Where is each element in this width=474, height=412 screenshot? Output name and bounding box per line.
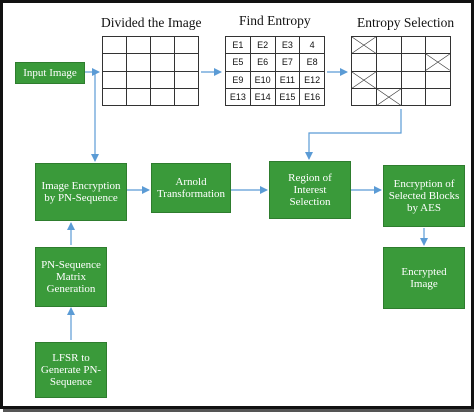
heading-entropy-selection: Entropy Selection xyxy=(357,15,455,30)
grid-cell xyxy=(127,88,151,106)
grid-cell xyxy=(175,37,199,55)
entropy-cell: E11 xyxy=(275,71,301,89)
entropy-cell: E8 xyxy=(300,54,325,72)
grid-cell xyxy=(103,88,127,106)
grid-cell xyxy=(103,54,127,72)
entropy-cell: E10 xyxy=(250,71,276,89)
entropy-cell: E7 xyxy=(275,54,301,72)
aes-encryption-box: Encryption of Selected Blocks by AES xyxy=(383,165,465,227)
grid-cell xyxy=(127,71,151,89)
entropy-cell: E15 xyxy=(275,88,301,106)
grid-cell xyxy=(376,71,402,89)
grid-cell xyxy=(127,37,151,55)
grid-cell xyxy=(352,88,377,106)
selected-cell-cross-icon xyxy=(376,88,402,106)
entropy-cell: E2 xyxy=(250,37,276,55)
grid-cell xyxy=(175,88,199,106)
pn-matrix-box: PN-Sequence Matrix Generation xyxy=(35,247,107,307)
entropy-cell: E14 xyxy=(250,88,276,106)
lfsr-box: LFSR to Generate PN-Sequence xyxy=(35,342,107,398)
entropy-cell: E1 xyxy=(226,37,251,55)
entropy-cell: E5 xyxy=(226,54,251,72)
grid-cell xyxy=(103,37,127,55)
grid-cell xyxy=(151,37,175,55)
heading-divided-image: Divided the Image xyxy=(101,15,202,30)
image-encryption-box: Image Encryption by PN-Sequence xyxy=(35,163,127,221)
grid-cell xyxy=(426,88,451,106)
entropy-cell: E9 xyxy=(226,71,251,89)
encrypted-image-box: Encrypted Image xyxy=(383,247,465,309)
grid-cell xyxy=(401,88,427,106)
grid-cell xyxy=(103,71,127,89)
arrow-selection-to-roi xyxy=(305,109,402,160)
grid-cell xyxy=(376,54,402,72)
grid-cell xyxy=(376,37,402,55)
entropy-cell: E3 xyxy=(275,37,301,55)
connector-layer xyxy=(67,68,428,340)
selected-cell-cross-icon xyxy=(352,71,377,89)
grid-cell xyxy=(151,54,175,72)
grid-cell xyxy=(151,88,175,106)
roi-selection-box: Region of Interest Selection xyxy=(269,161,351,219)
grid-cell xyxy=(151,71,175,89)
grid-cell xyxy=(426,37,451,55)
entropy-cell: E16 xyxy=(300,88,325,106)
grid-cell xyxy=(401,54,427,72)
heading-find-entropy: Find Entropy xyxy=(239,13,311,28)
grid-cell xyxy=(127,54,151,72)
entropy-selection-grid xyxy=(351,36,451,106)
grid-cell xyxy=(401,37,427,55)
grid-cell xyxy=(175,71,199,89)
entropy-cell: E12 xyxy=(300,71,325,89)
selected-cell-cross-icon xyxy=(426,54,451,72)
entropy-cell: E6 xyxy=(250,54,276,72)
entropy-cell: 4 xyxy=(300,37,325,55)
divided-image-grid xyxy=(102,36,199,106)
grid-cell xyxy=(401,71,427,89)
arnold-transformation-box: Arnold Transformation xyxy=(151,163,231,213)
input-image-box: Input Image xyxy=(15,62,85,84)
selected-cell-cross-icon xyxy=(352,37,377,55)
grid-cell xyxy=(426,71,451,89)
entropy-cell: E13 xyxy=(226,88,251,106)
grid-cell xyxy=(352,54,377,72)
grid-cell xyxy=(175,54,199,72)
